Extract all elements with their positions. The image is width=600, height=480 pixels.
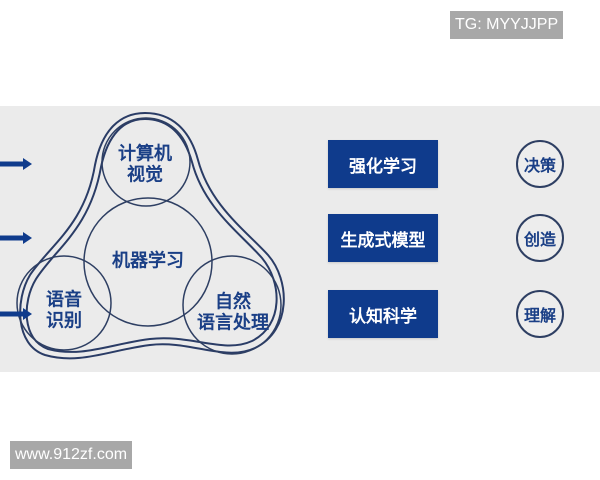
label-speech-recognition: 语音 识别 [46,289,82,331]
label-computer-vision: 计算机 视觉 [118,143,172,185]
arrow-right-icon [0,308,32,320]
box-generative-model: 生成式模型 [328,214,438,262]
label-nlp: 自然 语言处理 [197,291,269,333]
circle-creation: 创造 [516,214,564,262]
label-machine-learning: 机器学习 [112,250,184,272]
circle-decision: 决策 [516,140,564,188]
box-reinforcement-learning: 强化学习 [328,140,438,188]
circle-understanding: 理解 [516,290,564,338]
circle-computer-vision [101,117,191,207]
venn-diagram-graphic [16,111,285,360]
watermark-tg: TG: MYYJJPP [450,11,564,39]
circle-speech-recognition [16,255,112,351]
arrow-right-icon [0,232,32,244]
arrow-right-icon [0,158,32,170]
watermark-url: www.912zf.com [10,441,133,469]
circle-machine-learning [83,197,213,327]
box-cognitive-science: 认知科学 [328,290,438,338]
outer-boundary [19,111,285,360]
circle-nlp [182,255,282,355]
diagram-panel: 计算机 视觉 机器学习 语音 识别 自然 语言处理 强化学习 决策 生成式模型 … [0,106,600,372]
